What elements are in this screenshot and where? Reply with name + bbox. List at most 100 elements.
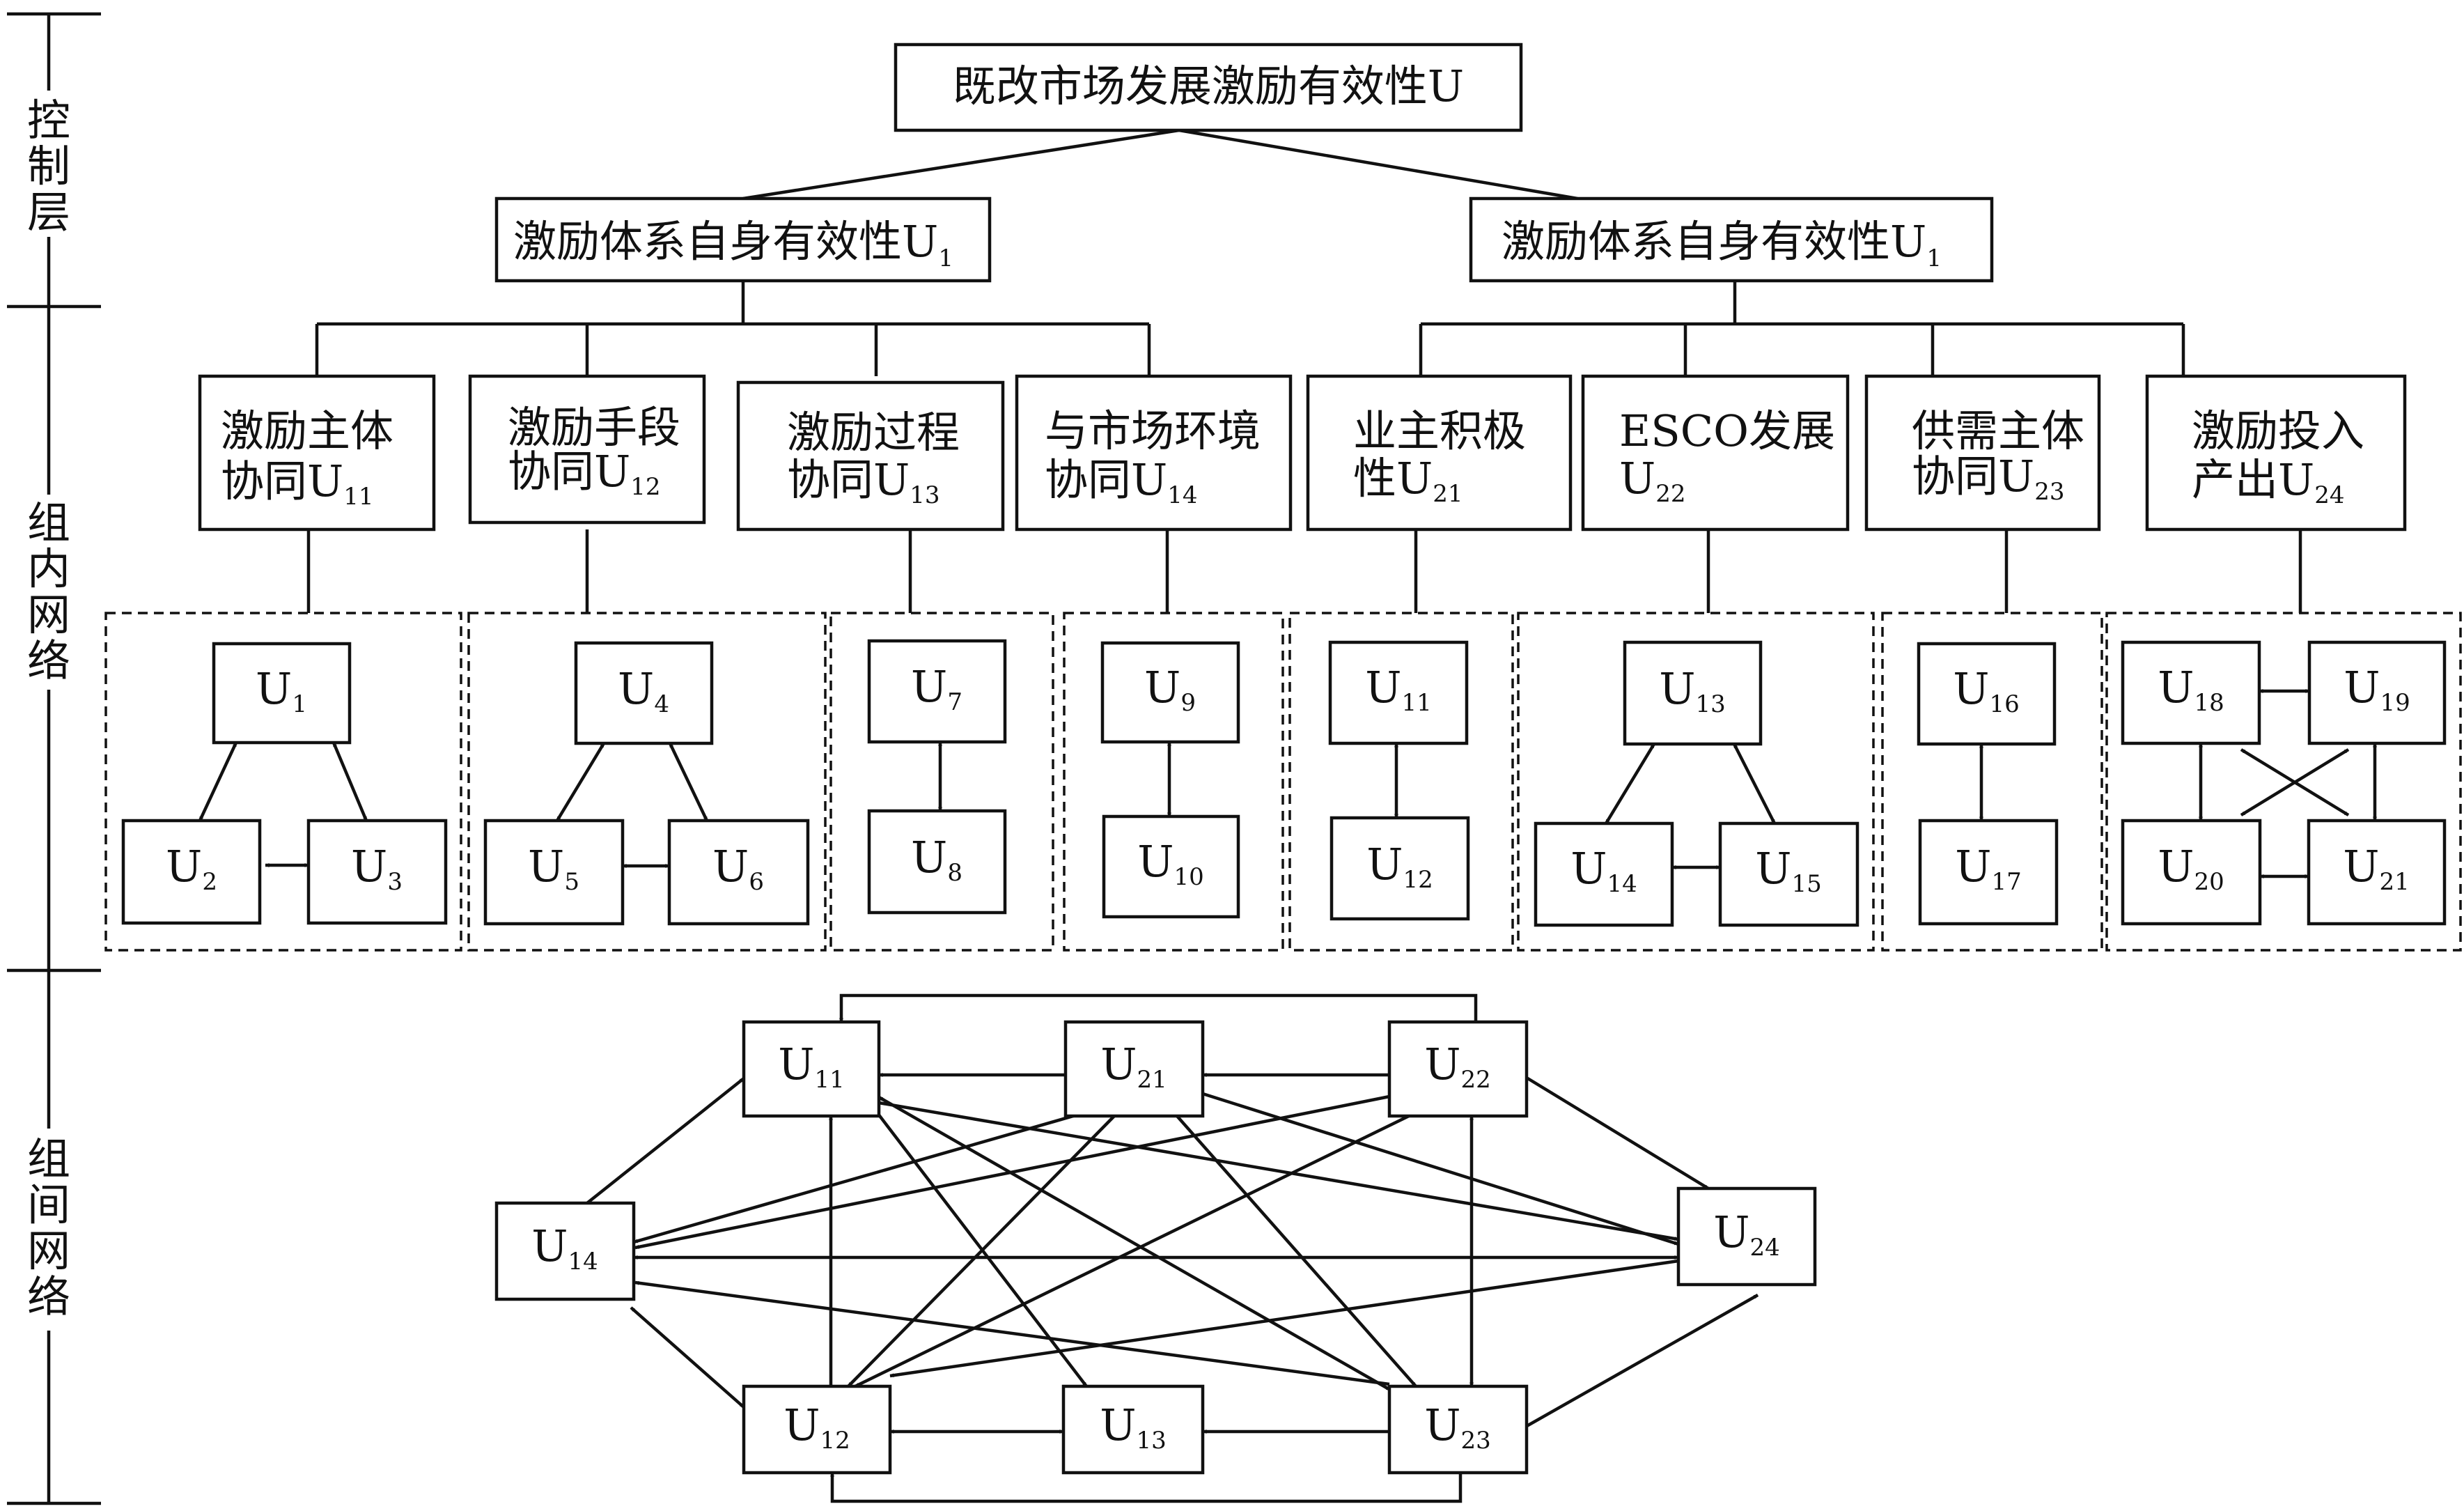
svg-text:间: 间 bbox=[27, 1179, 70, 1230]
svg-text:协同U23: 协同U23 bbox=[1912, 451, 2065, 506]
element-node-u12: U12 bbox=[1330, 816, 1470, 921]
cluster-node: 激励手段 协同U12 bbox=[468, 374, 706, 525]
cluster-node: 与市场环境 协同U14 bbox=[1015, 374, 1293, 532]
outer-node-u24: U24 bbox=[1676, 1186, 1817, 1287]
element-node-u2: U2 bbox=[121, 819, 262, 925]
cluster-node: ESCO发展 U22 bbox=[1581, 374, 1850, 532]
svg-text:U8: U8 bbox=[911, 832, 962, 887]
outer-node-u11: U11 bbox=[742, 1020, 881, 1118]
svg-text:激励投入: 激励投入 bbox=[2192, 405, 2364, 456]
svg-text:U16: U16 bbox=[1953, 663, 2020, 718]
svg-text:U13: U13 bbox=[1100, 1400, 1167, 1455]
svg-text:产出U24: 产出U24 bbox=[2192, 454, 2345, 509]
hierarchy-connectors bbox=[306, 128, 2302, 613]
svg-text:U18: U18 bbox=[2158, 662, 2224, 717]
svg-text:U14: U14 bbox=[531, 1221, 598, 1276]
svg-text:U20: U20 bbox=[2158, 841, 2224, 896]
goal-node: 既改市场发展激励有效性U bbox=[894, 42, 1523, 132]
svg-text:络: 络 bbox=[27, 635, 70, 686]
criterion-node: 激励体系自身有效性U1 bbox=[494, 196, 992, 283]
svg-text:供需主体: 供需主体 bbox=[1912, 405, 2084, 456]
svg-text:协同U12: 协同U12 bbox=[508, 446, 661, 501]
element-node-u14: U14 bbox=[1534, 821, 1674, 927]
svg-text:制: 制 bbox=[27, 141, 70, 192]
svg-text:U12: U12 bbox=[1366, 839, 1433, 894]
outer-node-u22: U22 bbox=[1387, 1020, 1529, 1118]
element-node-u9: U9 bbox=[1100, 641, 1240, 744]
svg-text:络: 络 bbox=[27, 1271, 70, 1322]
svg-text:U2: U2 bbox=[166, 841, 217, 896]
side-label-control-layer: 控 制 层 bbox=[27, 95, 70, 238]
element-node-u19: U19 bbox=[2307, 640, 2447, 745]
element-node-u16: U16 bbox=[1917, 642, 2057, 746]
svg-text:组: 组 bbox=[27, 497, 70, 548]
outer-node-u23: U23 bbox=[1387, 1384, 1529, 1475]
svg-text:U21: U21 bbox=[2343, 841, 2410, 896]
svg-text:激励过程: 激励过程 bbox=[787, 407, 960, 458]
outer-node-u12: U12 bbox=[742, 1384, 892, 1475]
outer-node-u13: U13 bbox=[1061, 1384, 1205, 1475]
svg-text:U5: U5 bbox=[528, 841, 579, 896]
layer-axis bbox=[7, 12, 101, 1505]
svg-text:性U21: 性U21 bbox=[1353, 453, 1463, 508]
svg-text:U6: U6 bbox=[712, 841, 764, 896]
svg-text:激励主体: 激励主体 bbox=[221, 405, 393, 456]
svg-text:U17: U17 bbox=[1955, 841, 2022, 896]
svg-text:U1: U1 bbox=[256, 663, 307, 718]
svg-text:U23: U23 bbox=[1424, 1400, 1491, 1455]
svg-text:U15: U15 bbox=[1755, 843, 1822, 898]
svg-text:网: 网 bbox=[27, 589, 70, 640]
svg-text:U9: U9 bbox=[1144, 662, 1196, 717]
element-node-u7: U7 bbox=[867, 639, 1007, 744]
element-node-u8: U8 bbox=[867, 809, 1007, 915]
inner-network-arrows bbox=[198, 689, 2377, 878]
svg-text:U14: U14 bbox=[1570, 843, 1637, 898]
svg-text:U13: U13 bbox=[1659, 663, 1726, 718]
svg-text:业主积极: 业主积极 bbox=[1353, 405, 1526, 456]
element-node-u11: U11 bbox=[1328, 640, 1469, 745]
svg-text:激励体系自身有效性U1: 激励体系自身有效性U1 bbox=[1502, 216, 1942, 272]
element-node-u13: U13 bbox=[1623, 640, 1763, 746]
svg-text:U22: U22 bbox=[1424, 1039, 1491, 1094]
svg-text:U22: U22 bbox=[1619, 453, 1686, 508]
svg-text:U21: U21 bbox=[1100, 1039, 1167, 1094]
svg-text:ESCO发展: ESCO发展 bbox=[1619, 405, 1835, 456]
element-node-u17: U17 bbox=[1918, 819, 2059, 926]
element-node-u18: U18 bbox=[2121, 640, 2261, 745]
cluster-node: 激励投入 产出U24 bbox=[2145, 374, 2407, 532]
svg-text:协同U13: 协同U13 bbox=[787, 454, 940, 509]
element-node-u15: U15 bbox=[1718, 821, 1859, 927]
svg-text:U24: U24 bbox=[1713, 1207, 1780, 1262]
svg-text:既改市场发展激励有效性U: 既改市场发展激励有效性U bbox=[953, 61, 1464, 111]
svg-text:U19: U19 bbox=[2344, 662, 2410, 717]
outer-node-u21: U21 bbox=[1063, 1020, 1205, 1118]
svg-text:U10: U10 bbox=[1137, 836, 1204, 891]
svg-text:U11: U11 bbox=[778, 1039, 845, 1094]
element-node-u3: U3 bbox=[306, 819, 448, 925]
element-node-u6: U6 bbox=[667, 819, 810, 926]
cluster-node: 业主积极 性U21 bbox=[1306, 374, 1573, 532]
svg-text:组: 组 bbox=[27, 1133, 70, 1184]
svg-text:激励体系自身有效性U1: 激励体系自身有效性U1 bbox=[513, 216, 953, 272]
cluster-node: 激励主体 协同U11 bbox=[198, 374, 436, 532]
svg-text:协同U14: 协同U14 bbox=[1045, 454, 1198, 509]
outer-node-u14: U14 bbox=[494, 1201, 636, 1301]
svg-text:激励手段: 激励手段 bbox=[508, 402, 680, 453]
svg-text:U4: U4 bbox=[618, 663, 669, 718]
svg-text:协同U11: 协同U11 bbox=[221, 456, 374, 511]
svg-text:U3: U3 bbox=[351, 841, 403, 896]
cluster-node: 激励过程 协同U13 bbox=[736, 380, 1005, 532]
element-node-u5: U5 bbox=[483, 819, 625, 926]
element-node-u1: U1 bbox=[212, 642, 352, 745]
side-label-inner-network: 组 内 网 络 bbox=[27, 497, 70, 686]
svg-text:U7: U7 bbox=[911, 661, 962, 716]
svg-text:U11: U11 bbox=[1365, 662, 1432, 717]
element-node-u20: U20 bbox=[2121, 819, 2262, 926]
inner-network-groups bbox=[104, 612, 2462, 952]
element-node-u10: U10 bbox=[1102, 814, 1240, 919]
criterion-node: 激励体系自身有效性U1 bbox=[1469, 196, 1994, 283]
svg-text:U12: U12 bbox=[783, 1400, 850, 1455]
side-label-outer-network: 组 间 网 络 bbox=[27, 1133, 70, 1322]
element-node-u4: U4 bbox=[574, 641, 714, 745]
